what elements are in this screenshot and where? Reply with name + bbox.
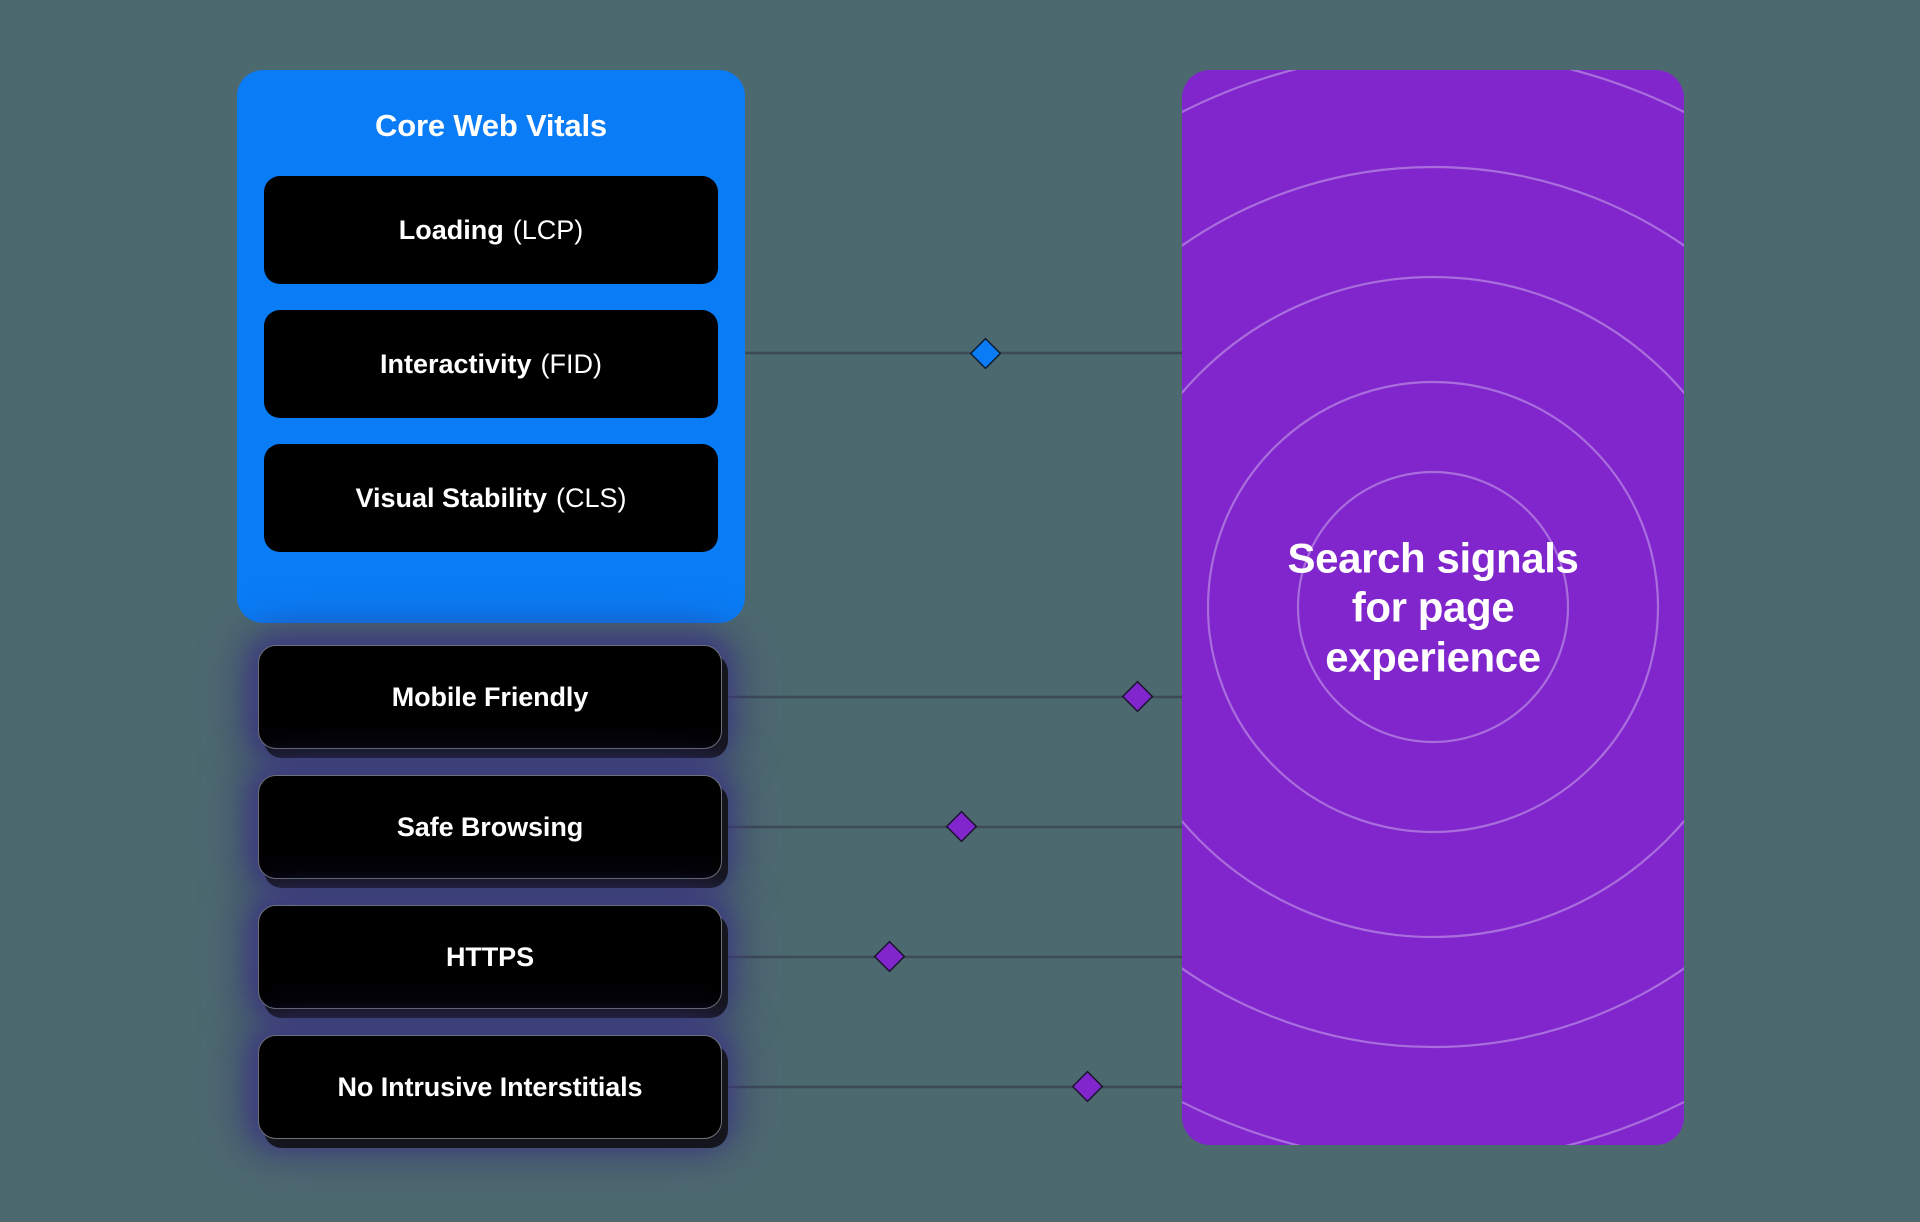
signal-mobile-friendly[interactable]: Mobile Friendly [258,645,722,749]
signal-label: Mobile Friendly [391,681,589,712]
core-web-vitals-item-visual-stability[interactable]: Visual Stability (CLS) [264,444,718,553]
signals-panel[interactable]: Search signals for page experience [1182,70,1684,1145]
signal-label: No Intrusive Interstitials [337,1071,643,1102]
core-web-vitals-item-interactivity[interactable]: Interactivity (FID) [264,310,718,419]
connector-marker-diamond-blue [969,337,1002,370]
metric-name: Visual Stability [355,482,548,513]
connector-baselines [722,351,1182,1089]
signal-label: HTTPS [445,941,534,972]
core-web-vitals-card[interactable]: Core Web Vitals Loading (LCP) Interactiv… [237,70,745,623]
connector-marker-diamond-purple-3 [873,940,906,973]
core-web-vitals-title: Core Web Vitals [375,108,607,143]
connector-marker-diamond-purple-1 [1121,680,1154,713]
signals-panel-title-line-2: for page [1351,583,1515,631]
metric-name: Loading [398,214,504,245]
signal-safe-browsing[interactable]: Safe Browsing [258,775,722,879]
signal-label: Safe Browsing [396,811,584,842]
signal-no-intrusive-interstitials[interactable]: No Intrusive Interstitials [258,1035,722,1139]
signals-panel-title-line-1: Search signals [1287,534,1579,582]
signals-panel-title: Search signals for page experience [1182,533,1684,682]
concentric-rings-decoration [1182,70,1684,1145]
metric-abbreviation: (FID) [540,348,603,379]
metric-abbreviation: (CLS) [556,482,627,513]
connector-marker-diamond-purple-2 [945,810,978,843]
signal-https[interactable]: HTTPS [258,905,722,1009]
metric-abbreviation: (LCP) [512,214,584,245]
signals-panel-title-line-3: experience [1325,633,1541,681]
connector-markers [873,337,1154,1103]
core-web-vitals-item-loading[interactable]: Loading (LCP) [264,176,718,285]
connector-marker-diamond-purple-4 [1071,1070,1104,1103]
metric-name: Interactivity [379,348,532,379]
